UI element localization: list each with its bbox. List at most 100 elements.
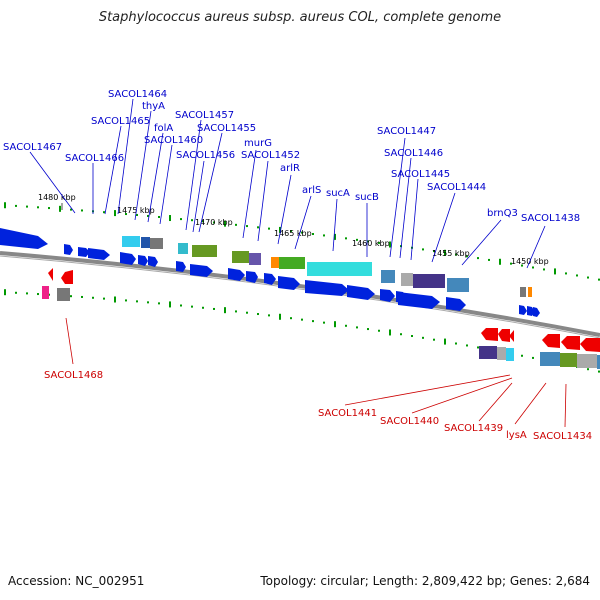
tick-mark xyxy=(345,324,347,327)
map-title: Staphylococcus aureus subsp. aureus COL,… xyxy=(98,10,502,25)
tick-mark xyxy=(477,257,479,260)
tick-mark xyxy=(136,300,138,303)
tick-mark xyxy=(323,321,325,324)
tick-mark xyxy=(532,266,534,269)
tick-mark xyxy=(499,258,501,265)
tick-mark xyxy=(466,344,468,347)
forward-gene-labels[interactable]: SACOL1467 SACOL1466 SACOL1465 SACOL1464 … xyxy=(3,89,580,269)
gene-label: brnQ3 xyxy=(487,208,518,219)
feature-band-top xyxy=(122,236,532,297)
tick-mark xyxy=(279,313,281,320)
reverse-gene-labels[interactable]: SACOL1468 SACOL1441 SACOL1440 SACOL1439 … xyxy=(44,317,592,442)
gene-label: SACOL1438 xyxy=(521,213,580,224)
tick-mark xyxy=(598,278,600,281)
tick-mark xyxy=(477,346,479,349)
kbp-label: 1455 kbp xyxy=(432,249,470,258)
tick-mark xyxy=(444,338,446,345)
gene-label: lysA xyxy=(506,430,527,441)
tick-mark xyxy=(48,207,50,210)
gene-label: SACOL1468 xyxy=(44,370,103,381)
gene-label: SACOL1467 xyxy=(3,142,62,153)
tick-mark xyxy=(433,250,435,253)
reverse-genes[interactable] xyxy=(48,268,600,352)
tick-mark xyxy=(389,329,391,336)
genome-backbone-shadow xyxy=(0,255,600,339)
kbp-label: 1460 kbp xyxy=(352,239,390,248)
gene-label: SACOL1465 xyxy=(91,116,150,127)
tick-mark xyxy=(202,220,204,223)
tick-mark xyxy=(246,225,248,228)
tick-mark xyxy=(59,205,61,212)
tick-mark xyxy=(422,336,424,339)
gene-label: SACOL1452 xyxy=(241,150,300,161)
tick-mark xyxy=(422,248,424,251)
gene-label: SACOL1457 xyxy=(175,110,234,121)
tick-mark xyxy=(510,262,512,265)
tick-mark xyxy=(466,255,468,258)
tick-mark xyxy=(158,302,160,305)
accession-text: Accession: NC_002951 xyxy=(8,574,145,588)
gene-label: sucB xyxy=(355,192,379,203)
tick-mark xyxy=(92,296,94,299)
tick-mark xyxy=(367,328,369,331)
tick-mark xyxy=(70,208,72,211)
tick-mark xyxy=(554,268,556,275)
kbp-label: 1475 kbp xyxy=(117,206,155,215)
feature-band-bottom xyxy=(42,286,600,369)
tick-mark xyxy=(290,230,292,233)
tick-mark xyxy=(301,231,303,234)
tick-mark xyxy=(191,305,193,308)
gene-label: sucA xyxy=(326,188,350,199)
tick-mark xyxy=(4,289,6,296)
tick-mark xyxy=(70,295,72,298)
tick-mark xyxy=(213,307,215,310)
tick-mark xyxy=(81,209,83,212)
gene-label: SACOL1447 xyxy=(377,126,436,137)
kbp-labels: 1480 kbp 1475 kbp 1470 kbp 1465 kbp 1460… xyxy=(38,193,549,266)
gene-label: SACOL1444 xyxy=(427,182,486,193)
tick-mark xyxy=(169,301,171,308)
gene-label: SACOL1440 xyxy=(380,416,439,427)
gene-label: thyA xyxy=(142,101,165,112)
gene-label: murG xyxy=(244,138,272,149)
tick-mark xyxy=(180,218,182,221)
gene-label: SACOL1464 xyxy=(108,89,167,100)
tick-mark xyxy=(169,215,171,222)
tick-mark xyxy=(213,221,215,224)
tick-mark xyxy=(114,210,116,217)
tick-mark xyxy=(334,321,336,328)
tick-mark xyxy=(455,342,457,345)
tick-mark xyxy=(235,310,237,313)
tick-mark xyxy=(224,307,226,314)
tick-mark xyxy=(202,306,204,309)
tick-mark xyxy=(576,274,578,277)
tick-mark xyxy=(235,223,237,226)
tick-mark xyxy=(15,291,17,294)
tick-mark xyxy=(312,320,314,323)
gene-label: arlR xyxy=(280,163,300,174)
kbp-label: 1470 kbp xyxy=(195,218,233,227)
tick-mark xyxy=(323,234,325,237)
tick-mark xyxy=(81,295,83,298)
tick-mark xyxy=(411,335,413,338)
tick-mark xyxy=(4,202,6,209)
forward-genes[interactable] xyxy=(0,228,540,317)
gene-label: SACOL1460 xyxy=(144,135,203,146)
tick-mark xyxy=(125,299,127,302)
tick-mark xyxy=(378,329,380,332)
gene-label: SACOL1455 xyxy=(197,123,256,134)
tick-mark xyxy=(356,238,358,241)
tick-mark xyxy=(37,206,39,209)
tick-mark xyxy=(378,241,380,244)
gene-label: arlS xyxy=(302,185,321,196)
tick-mark xyxy=(587,276,589,279)
tick-mark xyxy=(488,258,490,261)
gene-label: SACOL1441 xyxy=(318,408,377,419)
tick-mark xyxy=(180,304,182,307)
tick-mark xyxy=(147,301,149,304)
gene-label: SACOL1466 xyxy=(65,153,124,164)
tick-mark xyxy=(147,214,149,217)
tick-mark xyxy=(26,205,28,208)
tick-mark xyxy=(136,213,138,216)
